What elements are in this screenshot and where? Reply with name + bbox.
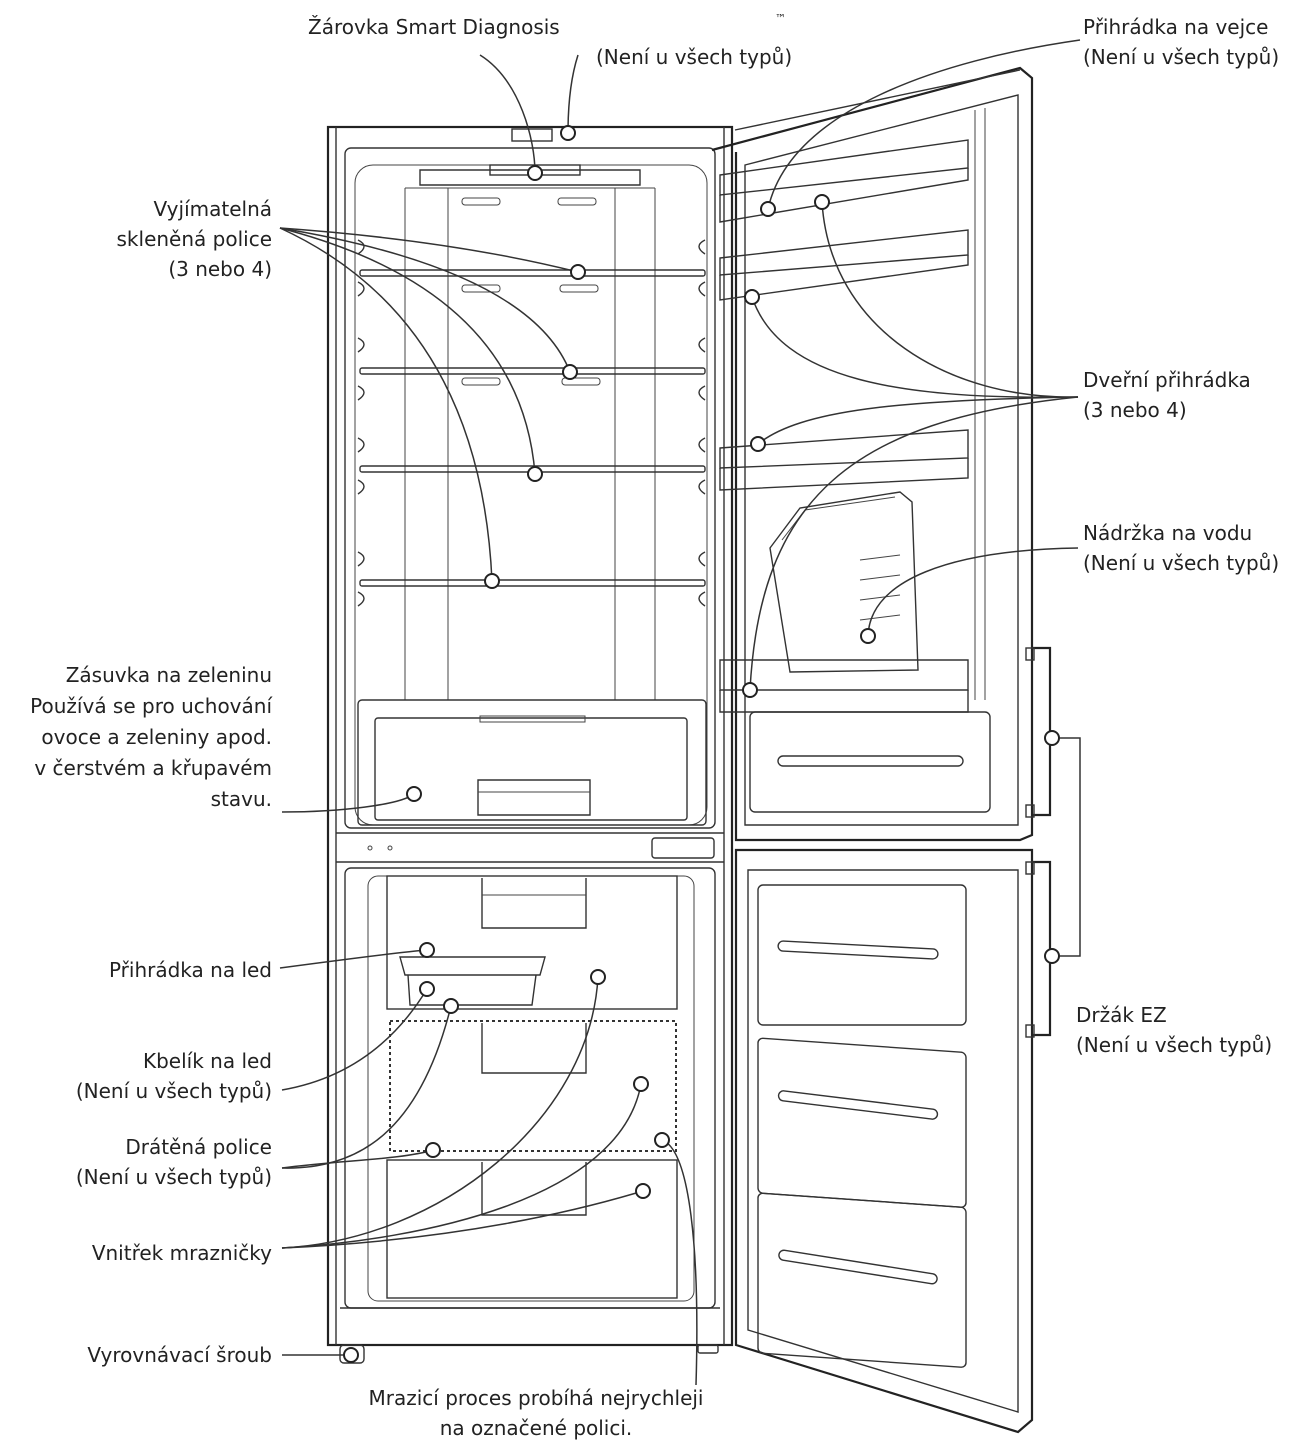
label-door-bin: Dveřní přihrádka (3 nebo 4) xyxy=(1083,365,1251,425)
label-vegetable-drawer: Zásuvka na zeleninu Používá se pro uchov… xyxy=(30,660,272,815)
callout-dot xyxy=(527,165,543,181)
callout-dot xyxy=(560,125,576,141)
label-line: ovoce a zeleniny apod. xyxy=(41,725,272,749)
label-line: Přihrádka na vejce xyxy=(1083,15,1269,39)
label-glass-shelf: Vyjímatelná skleněná police (3 nebo 4) xyxy=(117,194,272,284)
label-water-tank: Nádržka na vodu (Není u všech typů) xyxy=(1083,518,1279,578)
label-line: Vyjímatelná xyxy=(153,197,272,221)
callout-dot xyxy=(425,1142,441,1158)
lower-door xyxy=(734,848,1052,1434)
callout-dot xyxy=(635,1183,651,1199)
callout-dot xyxy=(633,1076,649,1092)
callout-dot xyxy=(419,981,435,997)
callout-dots xyxy=(343,125,1060,1363)
leader-lines xyxy=(279,39,1081,1386)
callout-dot xyxy=(750,436,766,452)
callout-dot xyxy=(406,786,422,802)
callout-dot xyxy=(1044,730,1060,746)
callout-dot xyxy=(419,942,435,958)
label-line: Kbelík na led xyxy=(142,1049,272,1073)
callout-dot xyxy=(570,264,586,280)
label-line: Nádržka na vodu xyxy=(1083,521,1253,545)
label-line: na označené polici. xyxy=(439,1416,633,1440)
label-ice-bucket: Kbelík na led (Není u všech typů) xyxy=(76,1046,272,1106)
label-freezer-interior: Vnitřek mrazničky xyxy=(91,1241,272,1265)
label-ez-handle: Držák EZ (Není u všech typů) xyxy=(1076,1000,1272,1060)
label-wire-shelf: Drátěná police (Není u všech typů) xyxy=(76,1132,272,1192)
label-line: Používá se pro uchování xyxy=(30,694,272,718)
label-line: (Není u všech typů) xyxy=(1083,45,1280,69)
label-line: Zásuvka na zeleninu xyxy=(65,663,272,687)
label-leveling-screw: Vyrovnávací šroub xyxy=(87,1343,272,1367)
callout-dot xyxy=(654,1132,670,1148)
label-ice-tray: Přihrádka na led xyxy=(108,958,272,982)
label-egg-box: Přihrádka na vejce (Není u všech typů) xyxy=(1083,12,1279,72)
label-line: (3 nebo 4) xyxy=(168,257,272,281)
callout-dot xyxy=(590,969,606,985)
callout-dot xyxy=(744,289,760,305)
label-line: (3 nebo 4) xyxy=(1083,398,1187,422)
callout-dot xyxy=(527,466,543,482)
callout-dot xyxy=(1044,948,1060,964)
label-line: Držák EZ xyxy=(1076,1003,1167,1027)
label-line: (Není u všech typů) xyxy=(1083,551,1280,575)
callout-dot xyxy=(742,682,758,698)
label-line: v čerstvém a křupavém xyxy=(34,756,272,780)
label-line: Mrazicí proces probíhá nejrychleji xyxy=(368,1386,704,1410)
label-line: Dveřní přihrádka xyxy=(1083,368,1251,392)
label-line: (Není u všech typů) xyxy=(75,1079,272,1103)
label-not-all-types-top: (Není u všech typů) xyxy=(596,45,793,69)
upper-door xyxy=(711,66,1052,842)
label-trademark: ™ xyxy=(775,12,786,25)
label-line: Drátěná police xyxy=(125,1135,272,1159)
callout-dot xyxy=(760,201,776,217)
fridge-cabinet xyxy=(326,125,734,1364)
callout-dot xyxy=(562,364,578,380)
label-fast-freeze: Mrazicí proces probíhá nejrychleji na oz… xyxy=(346,1383,726,1443)
callout-dot xyxy=(343,1347,359,1363)
label-line: skleněná police xyxy=(116,227,272,251)
label-smart-diagnosis: Žárovka Smart Diagnosis xyxy=(308,15,560,39)
callout-dot xyxy=(860,628,876,644)
label-line: (Není u všech typů) xyxy=(1076,1033,1273,1057)
callout-dot xyxy=(814,194,830,210)
callout-dot xyxy=(443,998,459,1014)
callout-dot xyxy=(484,573,500,589)
label-line: stavu. xyxy=(210,787,272,811)
label-line: (Není u všech typů) xyxy=(75,1165,272,1189)
